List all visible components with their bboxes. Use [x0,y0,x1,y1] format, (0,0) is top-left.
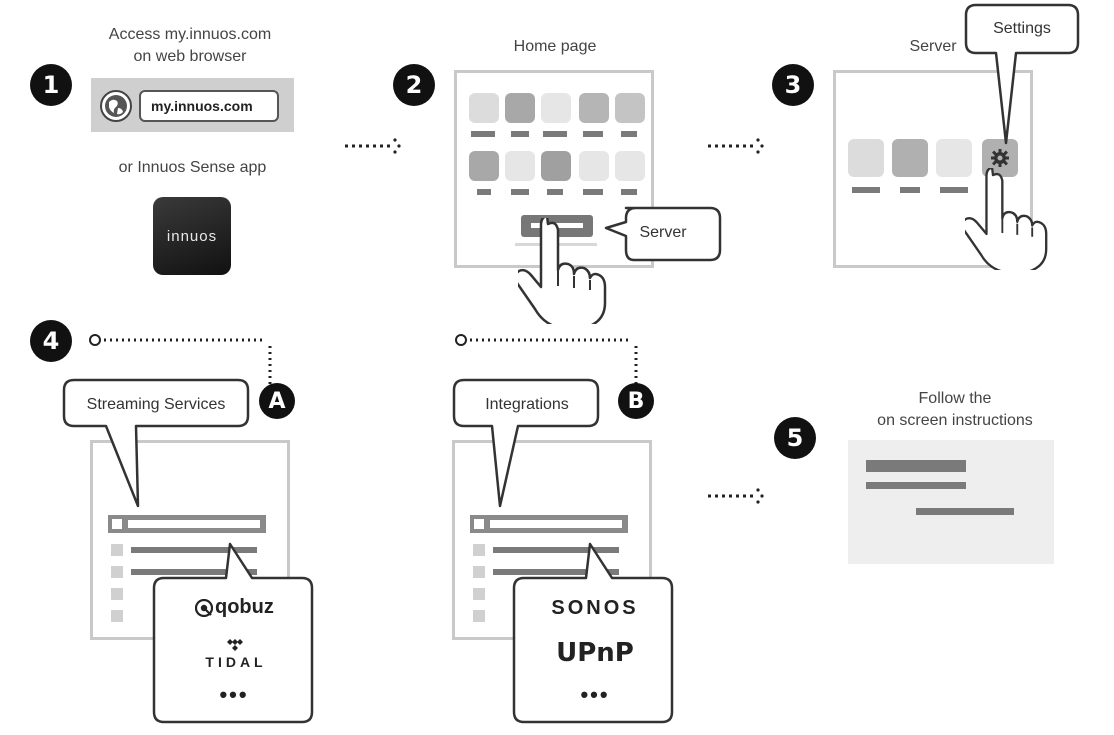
step-5-caption: Follow the on screen instructions [855,388,1055,432]
url-text: my.innuos.com [151,98,253,114]
home-tile[interactable] [579,151,609,181]
list-item[interactable] [111,566,123,578]
row-checkbox [474,519,484,529]
connector-a [86,332,282,393]
list-item[interactable] [473,566,485,578]
list-item-label [493,547,619,553]
tile-label [940,187,968,193]
settings-callout-shape [962,3,1082,154]
tile-label [547,189,563,195]
hand-pointer-icon [961,166,1049,275]
option-a-badge: A [259,383,295,419]
app-icon-label: innuos [166,227,218,245]
server-tile[interactable] [936,139,972,177]
step-5-badge: 5 [774,417,816,459]
home-tile[interactable] [615,151,645,181]
home-tile[interactable] [469,151,499,181]
step-5-caption-line1: Follow the [918,390,992,407]
tile-label [621,189,637,195]
server-tile[interactable] [848,139,884,177]
tile-label [583,189,603,195]
more-services: ••• [219,682,249,707]
arrow-4-to-5 [708,486,768,511]
step-4-badge: 4 [30,320,72,362]
hand-pointer-icon [514,214,608,329]
streaming-callout-shape [62,378,252,515]
tile-label [471,131,495,137]
globe-icon [100,90,132,122]
or-app-caption: or Innuos Sense app [118,159,267,176]
list-item[interactable] [473,610,485,622]
instruction-heading-bar [866,460,966,472]
instruction-button-bar[interactable] [916,508,1014,515]
row-checkbox [112,519,122,529]
gear-icon [990,148,1010,173]
integrations-callout-label: Integrations [485,396,569,413]
home-tile[interactable] [541,93,571,123]
tile-label [543,131,567,137]
server-callout-label: Server [639,224,687,241]
innuos-sense-app-icon[interactable]: innuos [153,197,231,275]
sonos-label[interactable]: SONOS [551,597,639,619]
list-item[interactable] [111,610,123,622]
list-item-label [131,569,257,575]
tidal-logo-icon [227,638,243,656]
home-tile[interactable] [505,93,535,123]
step-2-badge: 2 [393,64,435,106]
upnp-label[interactable]: UPnP [556,638,634,668]
qobuz-logo-icon [194,598,214,622]
tile-label [583,131,603,137]
arrow-2-to-3 [708,136,768,161]
selected-list-row[interactable] [108,515,266,533]
more-integrations: ••• [580,682,610,707]
url-input[interactable]: my.innuos.com [139,90,279,122]
tile-label [621,131,637,137]
step-2-caption: Home page [513,38,597,55]
list-item[interactable] [473,588,485,600]
step-1-caption: Access my.innuos.com on web browser [80,24,300,68]
list-item[interactable] [111,544,123,556]
tidal-label[interactable]: TIDAL [205,654,267,670]
integrations-popup-shape [512,542,676,731]
option-b-badge: B [618,383,654,419]
home-tile[interactable] [579,93,609,123]
server-tile[interactable] [892,139,928,177]
streaming-callout-label: Streaming Services [86,396,226,413]
list-item-label [131,547,257,553]
arrow-1-to-2 [345,136,405,161]
row-label-bar [490,520,622,528]
instructions-screen [848,440,1054,564]
instruction-line-bar [866,482,966,489]
home-tile[interactable] [541,151,571,181]
services-popup-shape [152,542,316,731]
home-tile[interactable] [615,93,645,123]
connector-b [452,332,648,393]
step-3-badge: 3 [772,64,814,106]
selected-list-row[interactable] [470,515,628,533]
tile-label [852,187,880,193]
home-tile[interactable] [505,151,535,181]
server-callout-shape [604,206,724,269]
tile-label [477,189,491,195]
step-5-caption-line2: on screen instructions [877,412,1033,429]
qobuz-label[interactable]: qobuz [215,596,274,618]
home-tile[interactable] [469,93,499,123]
step-1-badge: 1 [30,64,72,106]
step-3-caption: Server [909,38,957,55]
list-item[interactable] [111,588,123,600]
tile-label [511,131,529,137]
tile-label [900,187,920,193]
settings-callout-label: Settings [993,20,1051,37]
row-label-bar [128,520,260,528]
integrations-callout-shape [452,378,602,515]
list-item[interactable] [473,544,485,556]
tile-label [511,189,529,195]
step-1-caption-line2: on web browser [133,48,247,65]
list-item-label [493,569,619,575]
step-1-caption-line1: Access my.innuos.com [108,26,272,43]
